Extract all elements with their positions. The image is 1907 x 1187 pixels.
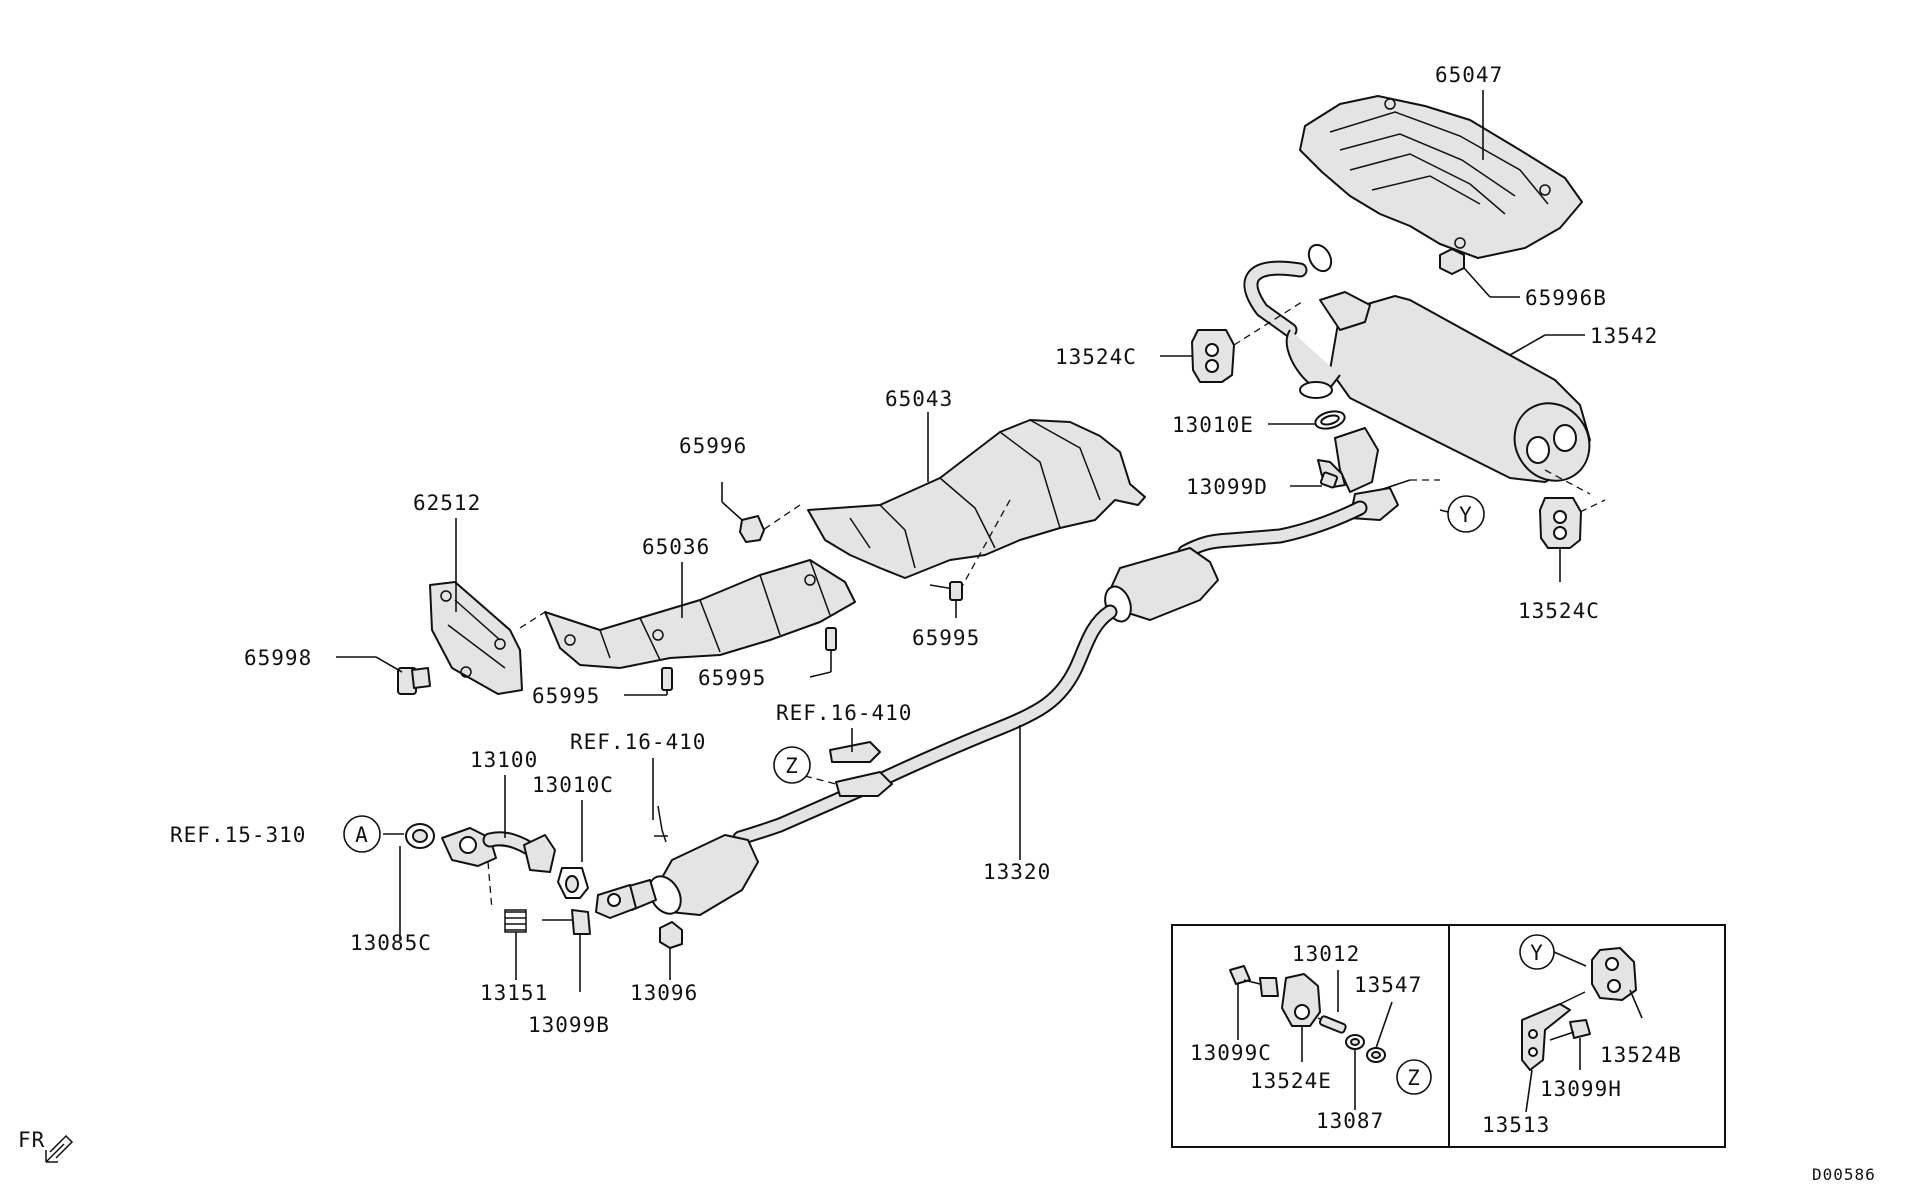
- sensor-ref-16-410-left: [652, 758, 668, 843]
- front-catalytic-converter: [595, 834, 759, 919]
- label-13547: 13547: [1354, 973, 1422, 997]
- label-65995-right: 65995: [912, 626, 980, 650]
- nut-13096: [659, 921, 683, 980]
- label-ref-16-410-left: REF.16-410: [570, 730, 706, 754]
- label-13085c: 13085C: [350, 931, 432, 955]
- callout-a-letter: A: [355, 823, 369, 847]
- inset-bolt-13099h: [1549, 1019, 1591, 1070]
- bolt-65995-middle: [809, 627, 837, 678]
- inset-bracket-13513: [1521, 991, 1586, 1113]
- label-13012: 13012: [1292, 942, 1360, 966]
- inset-rubber-13524e: [1281, 973, 1321, 1062]
- heat-shield-65036: [519, 559, 856, 669]
- rubber-hanger-13524c-upper: [1160, 299, 1306, 383]
- center-pipe-13320: [732, 500, 1368, 860]
- callout-z-inset: Z: [1396, 1059, 1432, 1095]
- callout-z-main-letter: Z: [785, 754, 799, 778]
- label-fr: FR: [18, 1128, 45, 1152]
- inset-bolt-13099c: [1229, 965, 1279, 1040]
- detail-inset: Z Y: [1171, 924, 1726, 1148]
- label-13542: 13542: [1590, 324, 1658, 348]
- label-13513: 13513: [1482, 1113, 1550, 1137]
- gasket-13010e: [1268, 410, 1346, 430]
- label-13099h: 13099H: [1540, 1077, 1622, 1101]
- label-13010c: 13010C: [532, 773, 614, 797]
- label-13099b: 13099B: [528, 1013, 610, 1037]
- gasket-13010c: [557, 800, 589, 899]
- label-13100: 13100: [470, 748, 538, 772]
- label-65995-middle: 65995: [698, 666, 766, 690]
- part-labels: 65047 65996B 13542 13524C 13010E 13099D …: [18, 63, 1876, 1184]
- inset-pin-13012: [1317, 970, 1347, 1034]
- label-13320: 13320: [983, 860, 1051, 884]
- label-ref-15-310: REF.15-310: [170, 823, 306, 847]
- label-65998: 65998: [244, 646, 312, 670]
- label-65043: 65043: [885, 387, 953, 411]
- callout-y-main: Y: [1439, 495, 1485, 533]
- ring-13085c: [383, 823, 435, 940]
- label-65996b: 65996B: [1525, 286, 1607, 310]
- rear-heat-shield-65047: [1299, 95, 1583, 259]
- bolt-65995-left: [624, 667, 673, 696]
- label-13099d: 13099D: [1186, 475, 1268, 499]
- label-13151: 13151: [480, 981, 548, 1005]
- callout-y-inset-letter: Y: [1530, 941, 1544, 965]
- callout-z-inset-letter: Z: [1407, 1066, 1421, 1090]
- label-13096: 13096: [630, 981, 698, 1005]
- label-13524b: 13524B: [1600, 1043, 1682, 1067]
- front-pipe-13100: [441, 775, 556, 911]
- callout-a: A: [343, 815, 381, 853]
- clip-65996: [721, 482, 765, 543]
- inset-washer-13547: [1366, 1001, 1393, 1063]
- bolt-65995-right: [929, 581, 963, 618]
- label-62512: 62512: [413, 491, 481, 515]
- label-65996: 65996: [679, 434, 747, 458]
- rubber-hanger-13524c-lower: [1539, 469, 1606, 582]
- label-13524c-lower: 13524C: [1518, 599, 1600, 623]
- callout-y-inset: Y: [1519, 934, 1587, 970]
- callout-y-main-letter: Y: [1459, 503, 1473, 527]
- bracket-62512: [429, 518, 523, 695]
- label-65047: 65047: [1435, 63, 1503, 87]
- label-13099c: 13099C: [1190, 1041, 1272, 1065]
- callout-z-main: Z: [773, 746, 811, 784]
- label-65036: 65036: [642, 535, 710, 559]
- rear-muffler-13542: [1243, 243, 1591, 483]
- bolt-13099b: [542, 909, 591, 992]
- flange-bracket-rear: [1334, 427, 1440, 521]
- bracket-ref-16-410-right: [804, 728, 893, 797]
- bolt-65998: [336, 656, 431, 695]
- front-direction-indicator: [45, 1134, 74, 1163]
- label-13524c-upper: 13524C: [1055, 345, 1137, 369]
- label-65995-left: 65995: [532, 684, 600, 708]
- label-13087: 13087: [1316, 1109, 1384, 1133]
- bolt-13099d: [1290, 459, 1346, 489]
- label-13010e: 13010E: [1172, 413, 1254, 437]
- label-diagram-code: D00586: [1812, 1165, 1876, 1184]
- nut-65996b: [1439, 248, 1520, 298]
- heat-shield-65043: [759, 412, 1146, 591]
- label-ref-16-410-right: REF.16-410: [776, 701, 912, 725]
- spring-13151: [504, 909, 527, 980]
- inset-washer-13087: [1345, 1034, 1365, 1110]
- inset-rubber-13524b: [1591, 947, 1643, 1019]
- label-13524e: 13524E: [1250, 1069, 1332, 1093]
